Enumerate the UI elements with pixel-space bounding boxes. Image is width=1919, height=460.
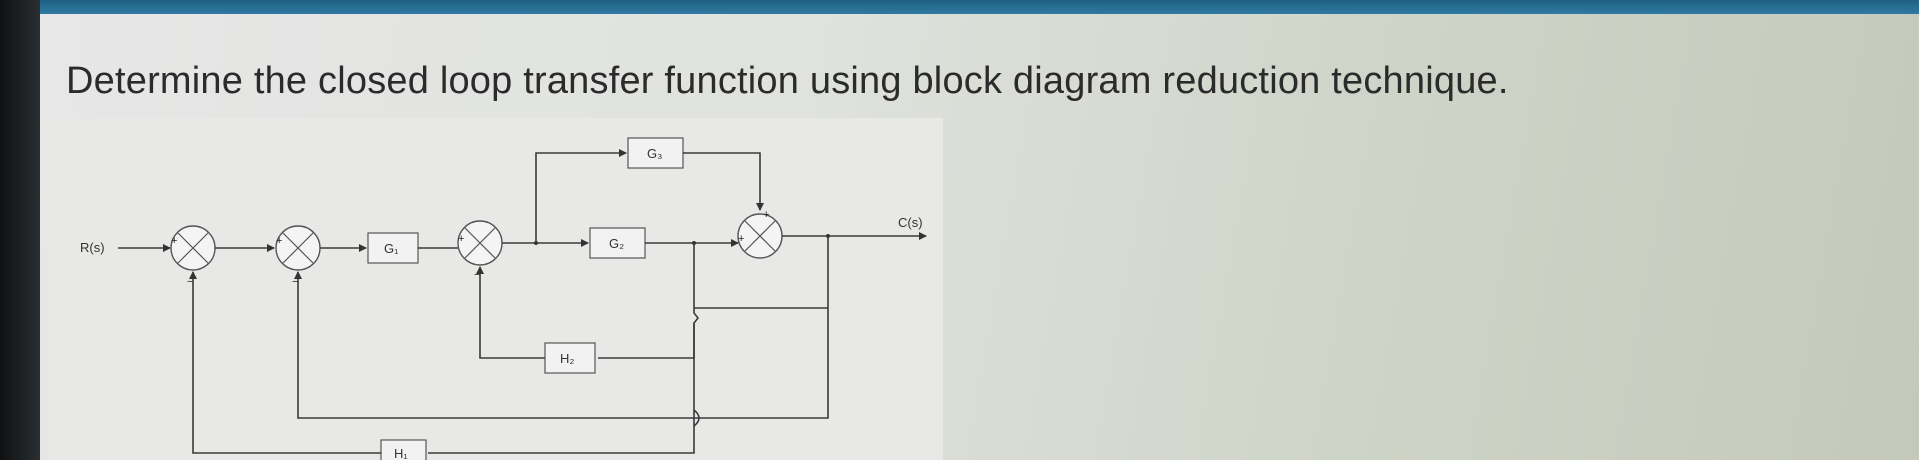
sj1-minus-sign: − (187, 276, 193, 288)
sj4-plus-left: + (738, 233, 744, 245)
monitor-bezel (0, 0, 40, 460)
wire-h2-s3 (476, 266, 545, 359)
wire-to-h2 (598, 243, 700, 359)
sj4-plus-top: + (763, 209, 769, 221)
block-g2: G₂ (589, 227, 646, 259)
output-label: C(s) (898, 215, 923, 230)
wire-to-g3 (535, 149, 627, 243)
wire-crossover-1 (693, 409, 700, 427)
block-g2-label: G₂ (609, 236, 624, 251)
wire-h1-s1 (189, 271, 381, 454)
question-text: Determine the closed loop transfer funct… (66, 60, 1509, 102)
block-h1-label: H₁ (394, 446, 408, 460)
block-h1: H₁ (380, 439, 427, 460)
sj3-minus-sign: − (474, 269, 480, 281)
sj2-minus-sign: − (292, 276, 298, 288)
block-diagram: R(s) + − + − G₁ + − G₂ (80, 137, 927, 460)
block-g3: G₃ (627, 137, 684, 169)
block-g3-label: G₃ (647, 146, 662, 161)
sj1-plus-sign: + (171, 235, 177, 247)
wire-g3-s4 (683, 152, 764, 211)
input-label: R(s) (80, 240, 105, 255)
block-g1: G₁ (367, 232, 419, 264)
block-g1-label: G₁ (384, 241, 399, 256)
sj2-plus-sign: + (276, 235, 282, 247)
block-h2-label: H₂ (560, 351, 574, 366)
wire-unity-s2 (294, 271, 829, 419)
sj3-plus-sign: + (458, 233, 464, 245)
block-diagram-panel: R(s) + − + − G₁ + − G₂ (48, 118, 943, 460)
summing-junction-4: + + (737, 209, 783, 259)
window-top-bar (0, 0, 1919, 14)
block-h2: H₂ (544, 342, 596, 374)
wire-to-h1 (428, 323, 695, 454)
